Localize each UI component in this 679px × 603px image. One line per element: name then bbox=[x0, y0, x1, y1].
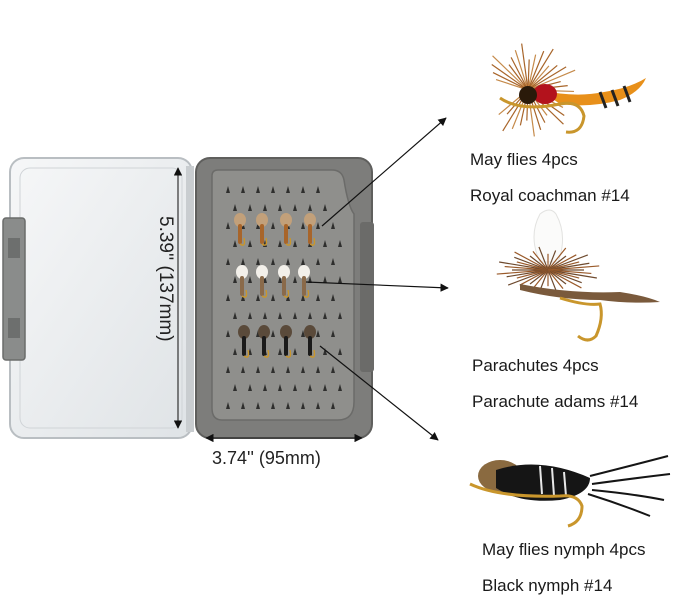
fly-pattern-label-black-nymph: Black nymph #14 bbox=[482, 576, 613, 595]
fly-group-label-may-flies-nymph: May flies nymph 4pcs bbox=[482, 540, 646, 559]
pointer-line-royal-coachman bbox=[321, 117, 447, 227]
case-base bbox=[195, 157, 374, 439]
parachute-adams-fly bbox=[496, 209, 660, 342]
pointer-line-parachute-adams bbox=[305, 281, 449, 292]
clear-lid bbox=[2, 157, 194, 439]
fly-pattern-label-parachute-adams: Parachute adams #14 bbox=[472, 392, 639, 411]
fly-pattern-label-royal-coachman: Royal coachman #14 bbox=[470, 186, 630, 205]
fly-group-label-may-flies: May flies 4pcs bbox=[470, 150, 578, 169]
black-nymph-fly bbox=[469, 455, 671, 528]
pointer-line-black-nymph bbox=[319, 345, 439, 441]
royal-coachman-fly bbox=[491, 43, 646, 137]
fly-group-label-parachutes: Parachutes 4pcs bbox=[472, 356, 599, 375]
flies-in-box bbox=[234, 213, 316, 358]
width-dimension-label: 3.74'' (95mm) bbox=[212, 448, 321, 468]
height-dimension-label: 5.39'' (137mm) bbox=[155, 216, 176, 342]
